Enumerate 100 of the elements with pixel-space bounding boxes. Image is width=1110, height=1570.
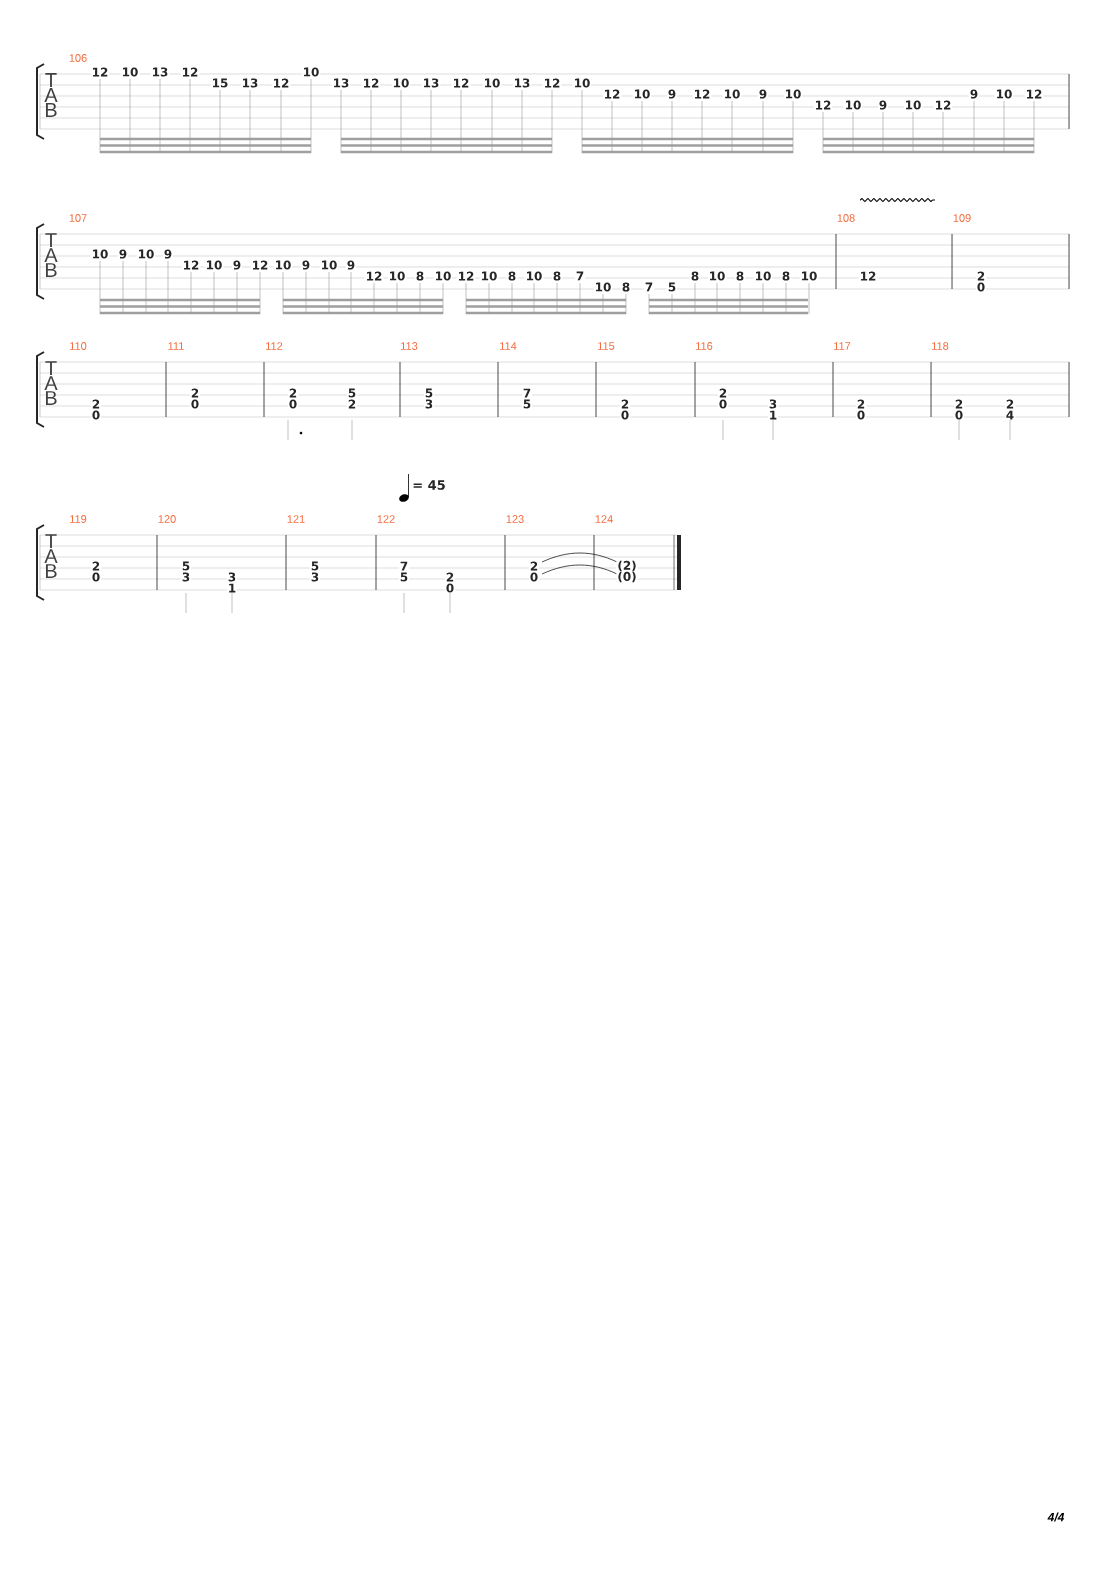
fret-number: 1 bbox=[226, 583, 238, 593]
fret-number: 12 bbox=[181, 260, 201, 270]
fret-number: 10 bbox=[994, 89, 1014, 99]
fret-number: 0 bbox=[287, 399, 299, 409]
fret-number: 1 bbox=[767, 410, 779, 420]
fret-number: 5 bbox=[666, 282, 678, 292]
fret-number: 9 bbox=[757, 89, 769, 99]
fret-number: 0 bbox=[975, 282, 987, 292]
fret-number: 9 bbox=[345, 260, 357, 270]
clef-letter: T bbox=[45, 361, 57, 375]
fret-number: 10 bbox=[572, 78, 592, 88]
fret-number: 10 bbox=[799, 271, 819, 281]
tempo-marking: = 45 bbox=[413, 480, 445, 490]
fret-number: 8 bbox=[551, 271, 563, 281]
fret-number: 12 bbox=[271, 78, 291, 88]
clef-letter: B bbox=[46, 391, 57, 405]
fret-number: 10 bbox=[707, 271, 727, 281]
fret-number: 12 bbox=[361, 78, 381, 88]
fret-number: 9 bbox=[877, 100, 889, 110]
measure-number: 120 bbox=[158, 515, 176, 523]
fret-number: 12 bbox=[250, 260, 270, 270]
fret-number: 10 bbox=[391, 78, 411, 88]
fret-number: 5 bbox=[180, 561, 192, 571]
fret-number: 10 bbox=[136, 249, 156, 259]
fret-number: 2 bbox=[90, 561, 102, 571]
measure-number: 113 bbox=[401, 342, 418, 350]
fret-number: 9 bbox=[968, 89, 980, 99]
fret-number: 10 bbox=[387, 271, 407, 281]
clef-letter: A bbox=[44, 248, 58, 262]
fret-number: 0 bbox=[855, 410, 867, 420]
measure-number: 114 bbox=[500, 342, 517, 350]
fret-number: 10 bbox=[753, 271, 773, 281]
fret-number: 10 bbox=[593, 282, 613, 292]
measure-number: 106 bbox=[69, 54, 87, 62]
fret-number: 12 bbox=[602, 89, 622, 99]
fret-number: 9 bbox=[162, 249, 174, 259]
fret-number: 10 bbox=[273, 260, 293, 270]
fret-number: 3 bbox=[180, 572, 192, 582]
fret-number: 5 bbox=[521, 399, 533, 409]
fret-number: 7 bbox=[398, 561, 410, 571]
fret-number: 13 bbox=[331, 78, 351, 88]
fret-number: 9 bbox=[300, 260, 312, 270]
fret-number: 10 bbox=[903, 100, 923, 110]
fret-number: 3 bbox=[767, 399, 779, 409]
fret-number: 8 bbox=[734, 271, 746, 281]
page-number: 4/4 bbox=[1047, 1512, 1065, 1522]
fret-number: (0) bbox=[616, 571, 638, 583]
fret-number: 5 bbox=[398, 572, 410, 582]
fret-number: 3 bbox=[309, 572, 321, 582]
fret-number: 10 bbox=[433, 271, 453, 281]
clef-letter: A bbox=[44, 376, 58, 390]
clef-letter: T bbox=[45, 233, 57, 247]
fret-number: (2) bbox=[616, 560, 638, 572]
fret-number: 10 bbox=[843, 100, 863, 110]
fret-number: 5 bbox=[346, 388, 358, 398]
fret-number: 0 bbox=[189, 399, 201, 409]
measure-number: 119 bbox=[70, 515, 87, 523]
clef-letter: T bbox=[45, 73, 57, 87]
fret-number: 7 bbox=[521, 388, 533, 398]
fret-number: 13 bbox=[240, 78, 260, 88]
measure-number: 116 bbox=[696, 342, 713, 350]
fret-number: 5 bbox=[309, 561, 321, 571]
fret-number: 12 bbox=[1024, 89, 1044, 99]
fret-number: 8 bbox=[414, 271, 426, 281]
fret-number: 9 bbox=[231, 260, 243, 270]
fret-number: 0 bbox=[619, 410, 631, 420]
fret-number: 2 bbox=[189, 388, 201, 398]
fret-number: 10 bbox=[301, 67, 321, 77]
fret-number: 3 bbox=[423, 399, 435, 409]
measure-number: 124 bbox=[595, 515, 613, 523]
clef-letter: A bbox=[44, 549, 58, 563]
fret-number: 0 bbox=[444, 583, 456, 593]
fret-number: 12 bbox=[456, 271, 476, 281]
measure-number: 118 bbox=[932, 342, 949, 350]
fret-number: 2 bbox=[975, 271, 987, 281]
measure-number: 122 bbox=[377, 515, 395, 523]
fret-number: 0 bbox=[90, 410, 102, 420]
clef-letter: B bbox=[46, 103, 57, 117]
fret-number: 10 bbox=[479, 271, 499, 281]
fret-number: 12 bbox=[364, 271, 384, 281]
fret-number: 2 bbox=[444, 572, 456, 582]
fret-number: 0 bbox=[528, 572, 540, 582]
fret-number: 2 bbox=[90, 399, 102, 409]
fret-number: 12 bbox=[813, 100, 833, 110]
fret-number: 8 bbox=[689, 271, 701, 281]
fret-number: 10 bbox=[90, 249, 110, 259]
fret-number: 10 bbox=[482, 78, 502, 88]
measure-number: 123 bbox=[506, 515, 524, 523]
measure-number: 115 bbox=[598, 342, 615, 350]
fret-number: 13 bbox=[150, 67, 170, 77]
fret-number: 13 bbox=[421, 78, 441, 88]
fret-number: 8 bbox=[780, 271, 792, 281]
fret-number: 2 bbox=[346, 399, 358, 409]
measure-number: 110 bbox=[70, 342, 87, 350]
measure-number: 121 bbox=[287, 515, 305, 523]
fret-number: 10 bbox=[120, 67, 140, 77]
fret-number: 2 bbox=[619, 399, 631, 409]
fret-number: 0 bbox=[90, 572, 102, 582]
measure-number: 107 bbox=[69, 214, 87, 222]
fret-number: 9 bbox=[117, 249, 129, 259]
